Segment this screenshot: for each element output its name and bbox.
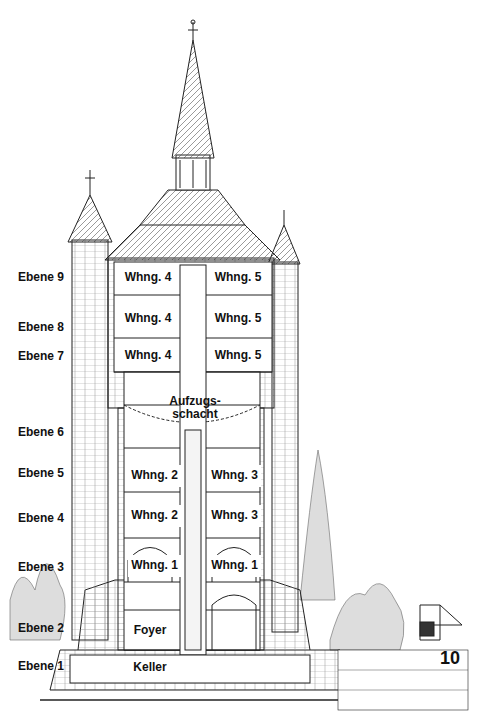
room-label: Whng. 2: [131, 509, 178, 522]
room-box: Foyer: [130, 622, 170, 640]
level-label: Ebene 8: [18, 320, 64, 334]
room-box: Whng. 2: [128, 465, 181, 487]
room-label: Whng. 4: [125, 349, 172, 362]
room-label: Whng. 1: [211, 559, 258, 572]
room-box: Whng. 1: [128, 555, 181, 577]
room-box: Whng. 4: [118, 345, 178, 367]
room-label: Whng. 3: [211, 469, 258, 482]
room-box: Whng. 5: [208, 308, 268, 330]
room-label: Whng. 4: [125, 312, 172, 325]
room-label: Whng. 4: [125, 271, 172, 284]
room-box: Whng. 2: [128, 505, 181, 527]
level-label: Ebene 4: [18, 511, 64, 525]
level-label: Ebene 6: [18, 425, 64, 439]
room-label: Whng. 3: [211, 509, 258, 522]
room-box: Whng. 5: [208, 345, 268, 367]
level-label: Ebene 5: [18, 466, 64, 480]
room-label: Whng. 5: [215, 312, 262, 325]
room-box: Whng. 3: [208, 465, 261, 487]
shaft-label-box: Aufzugs- schacht: [164, 392, 226, 424]
room-box: Whng. 4: [118, 308, 178, 330]
room-label: Aufzugs- schacht: [164, 395, 226, 421]
room-box: Whng. 5: [208, 267, 268, 289]
room-box: Whng. 4: [118, 267, 178, 289]
level-label: Ebene 1: [18, 659, 64, 673]
level-label: Ebene 9: [18, 270, 64, 284]
sheet-number: 10: [440, 648, 460, 669]
room-box: Whng. 3: [208, 505, 261, 527]
level-label: Ebene 3: [18, 560, 64, 574]
room-label: Whng. 2: [131, 469, 178, 482]
room-label: Keller: [133, 661, 166, 674]
room-box: Keller: [120, 658, 180, 678]
room-label: Whng. 5: [215, 349, 262, 362]
level-label: Ebene 7: [18, 349, 64, 363]
level-label: Ebene 2: [18, 621, 64, 635]
room-label: Foyer: [134, 624, 167, 637]
room-box: Whng. 1: [208, 555, 261, 577]
room-label: Whng. 1: [131, 559, 178, 572]
room-label: Whng. 5: [215, 271, 262, 284]
